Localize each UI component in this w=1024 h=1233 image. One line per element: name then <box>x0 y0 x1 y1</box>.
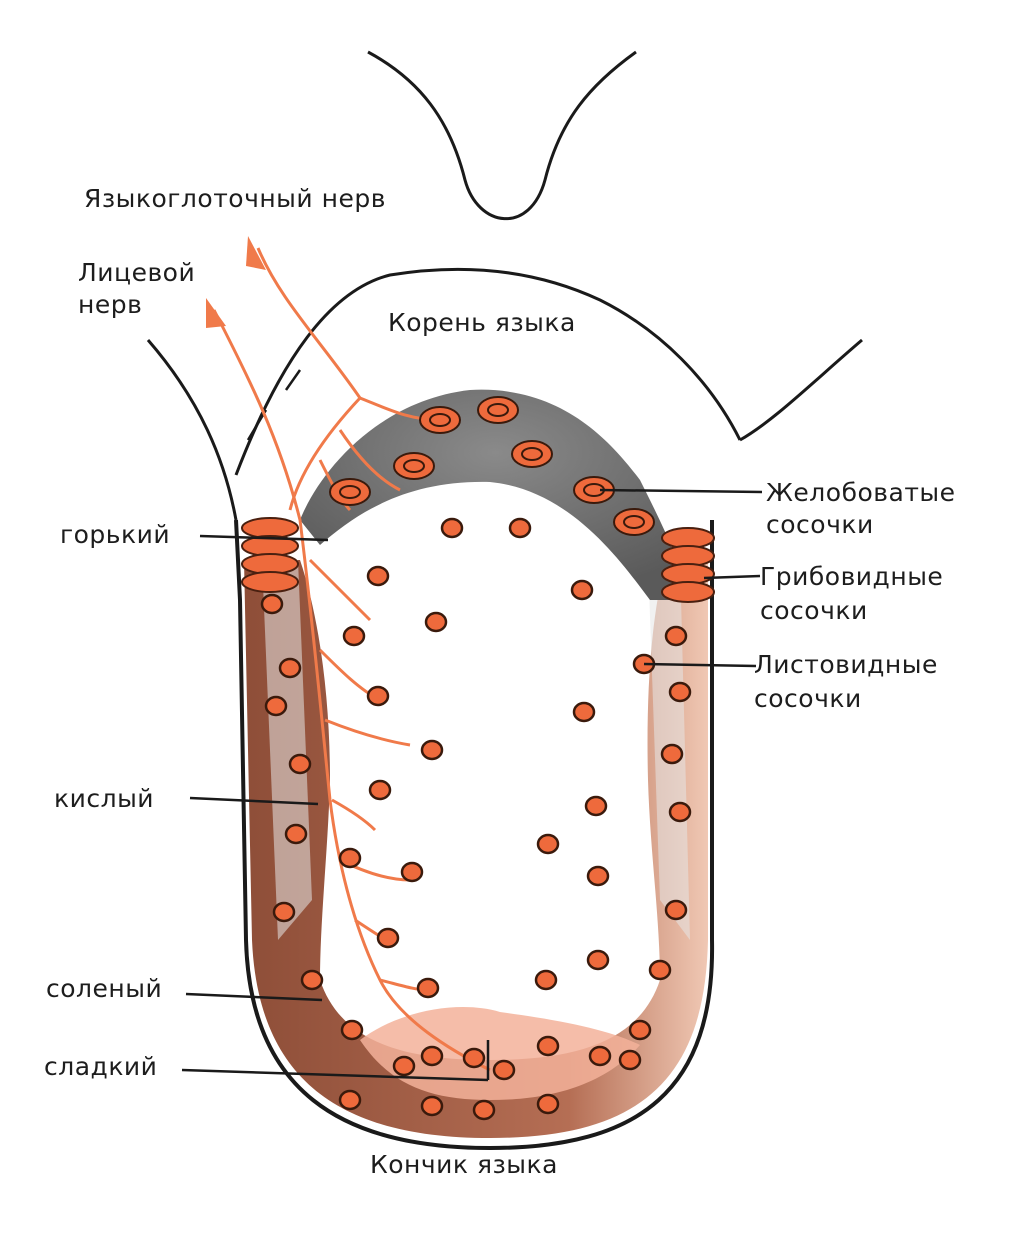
circumvallate-papilla <box>329 478 371 506</box>
circumvallate-leader <box>599 488 763 494</box>
bitter-leader <box>199 534 329 542</box>
bitter-label: горький <box>60 520 171 549</box>
circumvallate-papilla <box>419 406 461 434</box>
fungiform-papilla <box>472 1099 496 1121</box>
circumvallate-papilla <box>511 440 553 468</box>
bitter-zone <box>300 389 690 600</box>
facial-nerve-label-line1: Лицевой <box>78 258 196 287</box>
salty-label: соленый <box>46 974 163 1003</box>
fungiform-papilla <box>648 959 672 981</box>
light-zone-left <box>262 560 312 940</box>
fungiform-papilla <box>584 795 608 817</box>
facial-nerve-arrow <box>206 298 226 328</box>
fungiform-papilla <box>416 977 440 999</box>
fungiform-papilla <box>588 1045 612 1067</box>
fungiform-papilla <box>440 517 464 539</box>
foliate-papillae-left <box>241 517 299 593</box>
foliate-papillae-right <box>661 527 715 603</box>
fungiform-papilla <box>586 865 610 887</box>
sweet-zone <box>360 1007 640 1100</box>
fungiform-label-line1: Грибовидные <box>760 562 944 591</box>
tongue-tip-label: Кончик языка <box>370 1150 558 1179</box>
fungiform-papilla <box>284 823 308 845</box>
foliate-leader <box>643 662 757 668</box>
fungiform-papilla <box>586 949 610 971</box>
fungiform-papilla <box>366 565 390 587</box>
fungiform-papilla <box>376 927 400 949</box>
fungiform-papilla <box>342 625 366 647</box>
fungiform-papilla <box>392 1055 416 1077</box>
salty-leader <box>185 992 323 1002</box>
fungiform-papilla <box>462 1047 486 1069</box>
circumvallate-papillae <box>329 396 655 536</box>
fungiform-papilla <box>420 1045 444 1067</box>
fungiform-papilla <box>508 517 532 539</box>
circumvallate-label-line2: сосочки <box>766 510 874 539</box>
leader-lines <box>181 488 763 1082</box>
fungiform-papilla <box>272 901 296 923</box>
fungiform-papilla <box>400 861 424 883</box>
sweet-label: сладкий <box>44 1052 158 1081</box>
fungiform-papilla <box>260 593 284 615</box>
fungiform-leader <box>703 574 761 580</box>
tongue-root-label: Корень языка <box>388 308 576 337</box>
sweet-leader <box>181 1068 489 1082</box>
sour-leader <box>189 796 319 806</box>
fungiform-papilla <box>338 1089 362 1111</box>
fungiform-label-line2: сосочки <box>760 596 868 625</box>
fungiform-papilla <box>536 1093 560 1115</box>
circumvallate-papilla <box>477 396 519 424</box>
circumvallate-label-line1: Желобоватые <box>766 478 956 507</box>
foliate-label-line2: сосочки <box>754 684 862 713</box>
foliate-label-line1: Листовидные <box>754 650 938 679</box>
tongue-root-outline <box>146 267 863 521</box>
fungiform-papilla <box>572 701 596 723</box>
fungiform-papilla <box>424 611 448 633</box>
uvula-outline <box>367 50 637 221</box>
fungiform-papilla <box>264 695 288 717</box>
fungiform-papilla <box>368 779 392 801</box>
fungiform-papilla <box>664 899 688 921</box>
glossopharyngeal-arrow <box>246 236 266 270</box>
fungiform-papilla <box>420 739 444 761</box>
fungiform-papilla <box>668 801 692 823</box>
fungiform-papilla <box>278 657 302 679</box>
fungiform-papilla <box>536 1035 560 1057</box>
fungiform-papilla <box>340 1019 364 1041</box>
fungiform-papilla <box>664 625 688 647</box>
fungiform-papilla <box>534 969 558 991</box>
tongue-body <box>234 519 715 1151</box>
fungiform-papilla <box>366 685 390 707</box>
circumvallate-papilla <box>613 508 655 536</box>
fungiform-papilla <box>300 969 324 991</box>
fungiform-papilla <box>628 1019 652 1041</box>
fungiform-papilla <box>570 579 594 601</box>
fungiform-papillae <box>260 517 692 1121</box>
fungiform-papilla <box>660 743 684 765</box>
fungiform-papilla <box>618 1049 642 1071</box>
facial-nerve-label-line2: нерв <box>78 290 143 319</box>
glossopharyngeal-nerve-label: Языкоглоточный нерв <box>84 184 386 213</box>
sour-label: кислый <box>54 784 155 813</box>
fungiform-papilla <box>492 1059 516 1081</box>
fungiform-papilla <box>420 1095 444 1117</box>
circumvallate-papilla <box>393 452 435 480</box>
circumvallate-papilla <box>573 476 615 504</box>
fungiform-papilla <box>288 753 312 775</box>
fungiform-papilla <box>536 833 560 855</box>
fungiform-papilla <box>668 681 692 703</box>
fungiform-papilla <box>338 847 362 869</box>
